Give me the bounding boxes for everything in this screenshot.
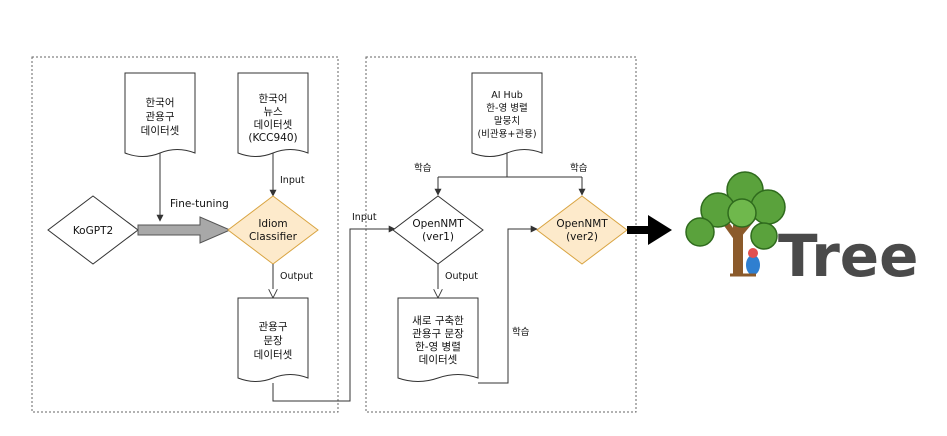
doc-new-line-1: 새로 구축한	[412, 315, 464, 327]
opennmt-v1-node	[392, 195, 484, 265]
doc-news-line-3: 데이터셋	[254, 119, 293, 131]
classifier-line-1: Idiom	[258, 218, 287, 230]
doc-news-line-2: 뉴스	[263, 106, 283, 118]
doc-news-dataset	[237, 72, 309, 157]
kogpt2-node	[47, 195, 139, 265]
finetune-arrow	[137, 216, 232, 244]
doc-idiom-line-3: 데이터셋	[141, 125, 180, 137]
doc-idiom-line-2: 관용구	[146, 111, 175, 123]
doc-aihub-line-4: (비관용+관용)	[477, 129, 536, 140]
doc-new-corpus	[397, 297, 479, 382]
nmt-v2-line-2: (ver2)	[566, 231, 598, 243]
tree-logo-text: Tree	[778, 222, 918, 290]
learn-label-right: 학습	[570, 163, 588, 174]
kogpt2-label: KoGPT2	[73, 225, 113, 237]
learn-label-left: 학습	[414, 163, 432, 174]
input-label-right: Input	[352, 212, 377, 223]
doc-new-line-3: 한-영 병렬	[415, 340, 461, 353]
learn-label-bottom: 학습	[512, 327, 530, 338]
doc-news-line-4: (KCC940)	[248, 132, 297, 144]
finetune-label: Fine-tuning	[170, 198, 229, 210]
connector-doc-to-nmt1	[272, 225, 396, 402]
tree-logo-icon	[685, 171, 786, 277]
doc-news-line-1: 한국어	[259, 93, 288, 105]
doc-new-line-2: 관용구 문장	[412, 328, 464, 340]
doc-idiom-dataset	[124, 72, 196, 157]
doc-sentence-line-1: 관용구	[259, 321, 288, 333]
doc-aihub-line-1: AI Hub	[491, 90, 523, 101]
doc-idiom-line-1: 한국어	[146, 97, 175, 109]
connector-doc-to-nmt2	[478, 225, 538, 384]
idiom-classifier-node	[227, 195, 319, 265]
doc-aihub-line-2: 한-영 병렬	[486, 103, 527, 114]
arrow-to-tree-head	[648, 215, 672, 245]
input-label-left: Input	[280, 175, 305, 186]
nmt-v1-line-1: OpenNMT	[412, 218, 464, 230]
nmt-v2-line-1: OpenNMT	[556, 218, 608, 230]
right-panel	[365, 56, 637, 413]
doc-sentence-dataset	[237, 297, 309, 382]
doc-aihub-line-3: 말뭉치	[494, 115, 520, 127]
doc-sentence-line-2: 문장	[263, 335, 283, 347]
classifier-line-2: Classifier	[249, 231, 298, 243]
output-label-right: Output	[445, 271, 478, 282]
nmt-v1-line-2: (ver1)	[422, 231, 454, 243]
doc-aihub-corpus	[471, 72, 543, 157]
doc-sentence-line-3: 데이터셋	[254, 349, 293, 361]
left-panel	[31, 56, 339, 413]
opennmt-v2-node	[536, 195, 628, 265]
doc-new-line-4: 데이터셋	[419, 354, 458, 366]
output-label-left: Output	[280, 271, 313, 282]
